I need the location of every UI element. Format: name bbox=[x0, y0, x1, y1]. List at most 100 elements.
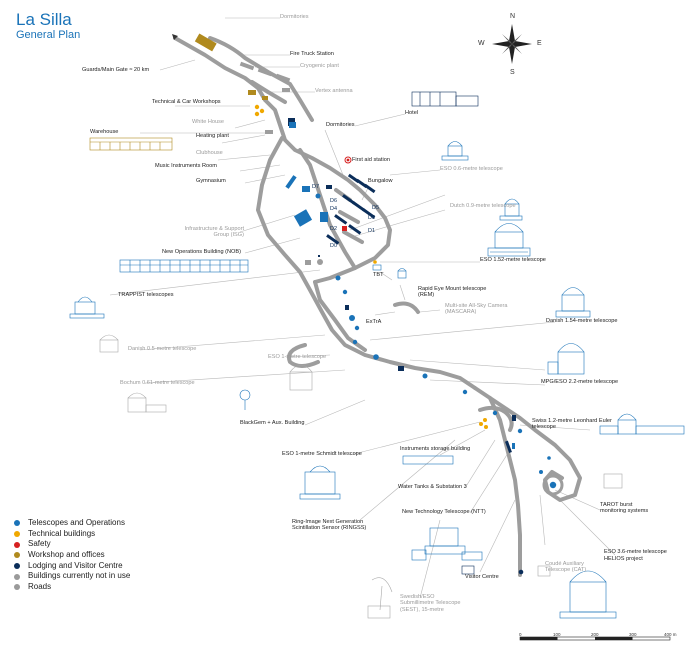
lodging-illustrations bbox=[411, 91, 479, 575]
legend-label: Telescopes and Operations bbox=[28, 518, 125, 527]
legend-swatch bbox=[14, 541, 20, 548]
label-technical-workshops: Technical & Car Workshops bbox=[152, 99, 221, 105]
safety-buildings bbox=[342, 156, 352, 231]
label-ringss: Ring-Image Next Generation Scintillation… bbox=[292, 519, 367, 532]
label-first-aid: First aid station bbox=[352, 157, 390, 163]
label-guards-gate: Guards/Main Gate ≈ 20 km bbox=[82, 67, 150, 73]
lodging-buildings bbox=[288, 118, 524, 575]
label-mascara: Multi-site All-Sky Camera (MASCARA) bbox=[445, 303, 508, 316]
label-swiss: Swiss 1.2-metre Leonhard Euler telescope bbox=[532, 418, 612, 431]
legend-label: Safety bbox=[28, 539, 51, 549]
label-mpg: MPG/ESO 2.2-metre telescope bbox=[541, 379, 619, 385]
code-d4: D4 bbox=[330, 206, 338, 212]
label-dutch: Dutch 0.9-metre telescope bbox=[450, 203, 516, 209]
label-eso-36: ESO 3.6-metre telescope bbox=[604, 549, 667, 555]
scale-bar bbox=[519, 636, 671, 641]
legend-item: Roads bbox=[14, 582, 130, 593]
label-music-room: Music Instruments Room bbox=[155, 163, 217, 169]
legend-item: Technical buildings bbox=[14, 529, 130, 540]
legend-label: Technical buildings bbox=[28, 528, 96, 538]
code-d2: D2 bbox=[330, 226, 338, 232]
legend-swatch bbox=[14, 563, 20, 570]
map-title: La Silla bbox=[16, 10, 72, 29]
legend-item: Telescopes and Operations bbox=[14, 518, 130, 529]
telescope-buildings bbox=[285, 122, 557, 489]
legend-item: Safety bbox=[14, 539, 130, 550]
label-heating-plant: Heating plant bbox=[196, 133, 229, 139]
label-danish-154: Danish 1.54-metre telescope bbox=[546, 318, 618, 324]
map-subtitle: General Plan bbox=[16, 29, 81, 41]
warehouse-illustration bbox=[89, 137, 173, 151]
legend-item: Buildings currently not in use bbox=[14, 571, 130, 582]
label-warehouse: Warehouse bbox=[90, 129, 119, 135]
compass-rose bbox=[492, 24, 532, 64]
label-infrastructure: Infrastructure & Support Group (ISG) bbox=[184, 226, 244, 239]
label-helios: HELIOS project bbox=[604, 556, 643, 562]
code-d6: D6 bbox=[330, 198, 338, 204]
scale-tick-200: 200 bbox=[591, 632, 599, 637]
label-schmidt: ESO 1-metre Schmidt telescope bbox=[282, 451, 362, 457]
label-exta: ExTrA bbox=[366, 319, 382, 325]
label-hotel: Hotel bbox=[405, 110, 419, 116]
label-vertex: Vertex antenna bbox=[315, 88, 353, 94]
legend-label: Buildings currently not in use bbox=[28, 571, 131, 581]
label-sest: Swedish/ESO Submillimetre Telescope (SES… bbox=[400, 594, 461, 613]
scale-tick-100: 100 bbox=[553, 632, 561, 637]
gate-arrow bbox=[172, 34, 178, 40]
legend-swatch bbox=[14, 520, 20, 527]
label-eso-06: ESO 0.6-metre telescope bbox=[440, 166, 503, 172]
label-clubhouse: Clubhouse bbox=[196, 150, 223, 156]
legend: Telescopes and Operations Technical buil… bbox=[14, 518, 130, 593]
legend-swatch bbox=[14, 531, 20, 538]
legend-label: Roads bbox=[28, 582, 52, 592]
compass-east: E bbox=[537, 40, 542, 47]
legend-item: Workshop and offices bbox=[14, 550, 130, 561]
label-trappist: TRAPPIST telescopes bbox=[118, 292, 174, 298]
leader-lines bbox=[109, 17, 616, 599]
scale-tick-300: 300 bbox=[629, 632, 637, 637]
blackgem-illustration bbox=[239, 389, 251, 410]
legend-label: Lodging and Visitor Centre bbox=[28, 560, 123, 570]
scale-tick-0: 0 bbox=[519, 632, 522, 637]
roads bbox=[173, 36, 582, 577]
label-danish-05: Danish 0.5-metre telescope bbox=[128, 346, 197, 352]
workshop-buildings bbox=[194, 33, 268, 100]
legend-item: Lodging and Visitor Centre bbox=[14, 561, 130, 572]
code-d5: D5 bbox=[372, 205, 380, 211]
label-ntt: New Technology Telescope (NTT) bbox=[402, 509, 486, 515]
label-cryogenic: Cryogenic plant bbox=[300, 63, 339, 69]
unused-buildings bbox=[239, 61, 323, 265]
unused-illustrations bbox=[99, 334, 623, 619]
label-gymnasium: Gymnasium bbox=[196, 178, 226, 184]
label-water-tanks: Water Tanks & Substation 3 bbox=[398, 484, 467, 490]
legend-label: Workshop and offices bbox=[28, 550, 105, 560]
label-white-house: White House bbox=[192, 119, 225, 125]
label-tarot: TAROT burst monitoring systems bbox=[600, 502, 649, 515]
label-dormitories: Dormitories bbox=[326, 122, 355, 128]
label-eso-1m: ESO 1-metre telescope bbox=[268, 354, 327, 360]
compass-west: W bbox=[478, 40, 485, 47]
label-eso-152: ESO 1.52-metre telescope bbox=[480, 257, 546, 263]
label-blackgem: BlackGem + Aux. Building bbox=[240, 420, 305, 426]
label-nob: New Operations Building (NOB) bbox=[162, 249, 241, 255]
code-d0: D0 bbox=[330, 243, 338, 249]
label-tbt: TBT bbox=[373, 272, 384, 278]
label-bungalow: Bungalow bbox=[368, 178, 393, 184]
scale-tick-400: 400 m bbox=[664, 632, 677, 637]
legend-swatch bbox=[14, 552, 20, 559]
legend-swatch bbox=[14, 573, 20, 580]
compass-north: N bbox=[510, 13, 516, 20]
label-coude: Coudé Auxiliary Telescope (CAT) bbox=[545, 561, 587, 574]
label-fire-truck: Fire Truck Station bbox=[290, 51, 334, 57]
code-d1: D1 bbox=[368, 228, 376, 234]
label-visitor-centre: Visitor Centre bbox=[465, 574, 499, 580]
code-d3: D3 bbox=[368, 215, 376, 221]
label-instruments: Instruments storage building bbox=[400, 446, 471, 452]
technical-buildings bbox=[254, 104, 488, 429]
label-rem: Rapid Eye Mount telescope (REM) bbox=[418, 286, 487, 299]
compass-south: S bbox=[510, 69, 515, 76]
legend-swatch bbox=[14, 584, 20, 591]
telescope-illustrations bbox=[69, 141, 685, 619]
